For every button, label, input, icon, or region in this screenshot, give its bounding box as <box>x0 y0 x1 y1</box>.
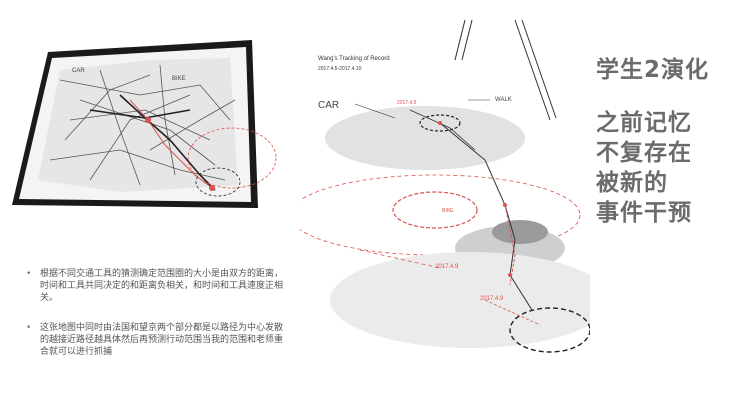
note-item: • 这张地图中同时由法国和望京两个部分都是以路径为中心发散的越接近路径越具体然后… <box>26 322 288 358</box>
bottom-dark-range <box>509 307 590 353</box>
headline-line: 不复存在 <box>596 140 692 166</box>
label-date-mid: 2017.4.9 <box>435 264 459 270</box>
note-item: • 根据不同交通工具的猜测确定范围圈的大小是由双方的距离，时间和工具共同决定的和… <box>26 268 288 304</box>
layer-bottom-ellipse <box>330 252 590 348</box>
map-label-bike: BIKE <box>172 76 186 82</box>
car-leader <box>354 103 396 119</box>
tracking-diagram: Wang's Tracking of Record 2017.4.5-2017.… <box>300 19 590 353</box>
map-label-car: CAR <box>72 68 85 74</box>
headline-line: 事件干预 <box>596 200 692 226</box>
diagram-title: Wang's Tracking of Record <box>318 56 390 62</box>
headline-line: 之前记忆 <box>596 110 692 136</box>
label-walk: WALK <box>495 97 512 103</box>
road-network <box>49 64 236 186</box>
walk-range <box>419 114 461 132</box>
route-point <box>145 117 151 123</box>
map-land <box>38 58 238 192</box>
route-point <box>209 185 215 191</box>
france-map-figure: CAR BIKE <box>12 40 277 208</box>
headline-title: 学生2演化 <box>596 57 710 83</box>
headline-line: 被新的 <box>596 170 668 196</box>
label-bike: BIKE <box>442 208 454 214</box>
drafting-lines <box>454 19 557 121</box>
range-ellipse <box>187 127 277 189</box>
label-date-low: 2017.4.9 <box>480 296 504 302</box>
headline-body: 之前记忆 不复存在 被新的 事件干预 <box>596 108 692 228</box>
main-roads <box>89 94 216 191</box>
bullet-icon: • <box>26 323 32 333</box>
diagram-date-range: 2017.4.5-2017.4.10 <box>318 66 362 72</box>
bike-range <box>392 191 478 229</box>
route-node <box>503 203 507 207</box>
note-text: 这张地图中同时由法国和望京两个部分都是以路径为中心发散的越接近路径越具体然后再预… <box>40 323 284 357</box>
range-ellipse-dark <box>195 167 241 197</box>
layer-low-core <box>492 220 548 244</box>
note-text: 根据不同交通工具的猜测确定范围圈的大小是由双方的距离，时间和工具共同决定的和距离… <box>40 269 284 303</box>
layer-top-ellipse <box>325 106 525 170</box>
notes-list: • 根据不同交通工具的猜测确定范围圈的大小是由双方的距离，时间和工具共同决定的和… <box>26 268 288 376</box>
route-node <box>508 273 512 277</box>
bullet-icon: • <box>26 269 32 279</box>
label-date-top: 2017.4.5 <box>397 100 417 106</box>
route-node <box>438 121 442 125</box>
label-car: CAR <box>318 100 339 111</box>
